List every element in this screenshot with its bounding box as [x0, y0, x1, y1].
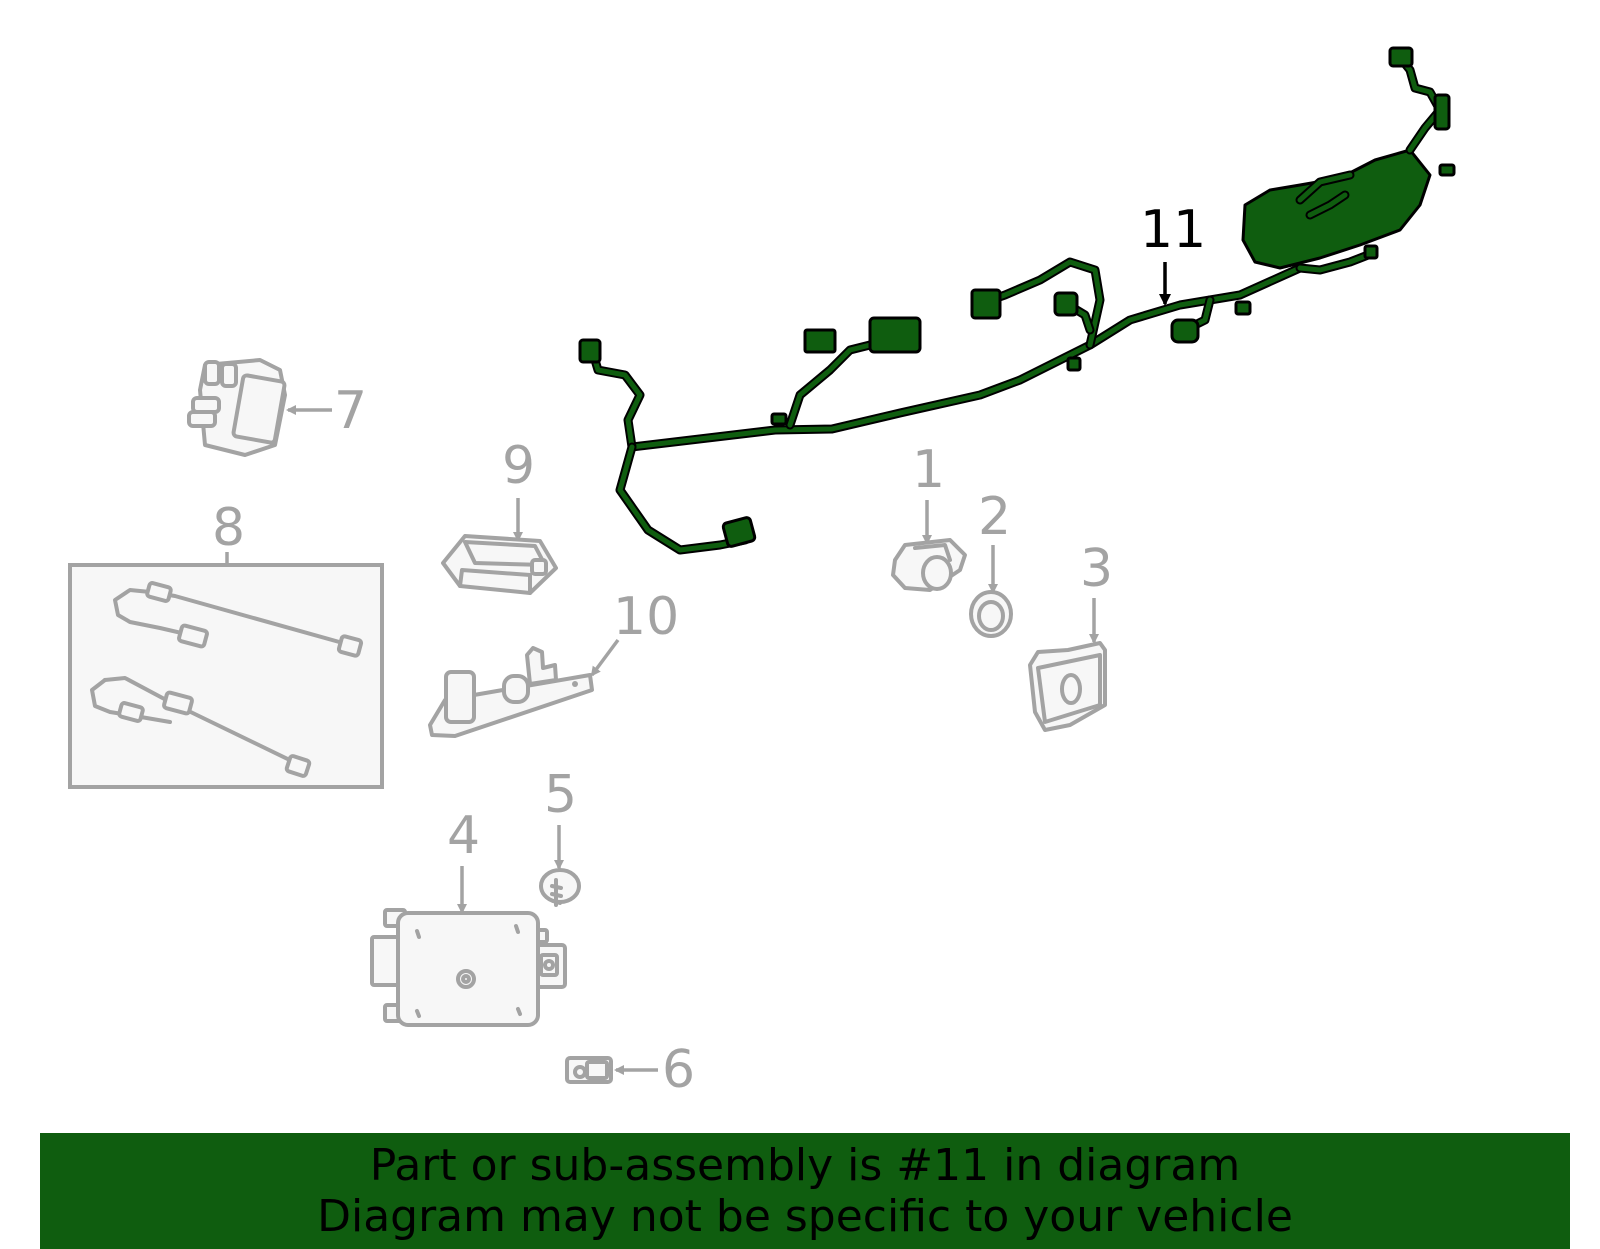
banner-line-1: Part or sub-assembly is #11 in diagram — [369, 1140, 1241, 1191]
callout-10-arrow — [590, 638, 620, 677]
callout-6-label: 6 — [662, 1040, 695, 1100]
banner-line-2: Diagram may not be specific to your vehi… — [317, 1191, 1293, 1242]
callout-4-label: 4 — [447, 806, 480, 866]
part-11-wiring-harness[interactable] — [578, 46, 1456, 555]
callout-3-label: 3 — [1080, 539, 1113, 599]
part-3-sensor-retainer[interactable] — [1028, 641, 1107, 732]
part-8-cable-kit[interactable] — [68, 563, 384, 789]
callout-11-label: 11 — [1140, 200, 1206, 260]
callout-7-label: 7 — [334, 381, 367, 441]
part-1-parking-sensor[interactable] — [891, 538, 967, 592]
callout-1-label: 1 — [912, 440, 945, 500]
callout-10-label: 10 — [613, 587, 679, 647]
callout-2-label: 2 — [978, 487, 1011, 547]
callout-9-label: 9 — [502, 436, 535, 496]
part-6-clip[interactable] — [565, 1056, 613, 1084]
callout-8-label: 8 — [212, 498, 245, 558]
part-4-control-module[interactable] — [370, 908, 567, 1027]
info-banner: Part or sub-assembly is #11 in diagram D… — [40, 1133, 1570, 1249]
part-2-grommet[interactable] — [969, 590, 1013, 638]
part-7-module[interactable] — [187, 358, 287, 457]
part-9-display-unit[interactable] — [441, 534, 558, 595]
part-5-screw[interactable] — [539, 868, 581, 907]
callout-5-label: 5 — [544, 765, 577, 825]
part-10-bracket[interactable] — [428, 646, 594, 738]
